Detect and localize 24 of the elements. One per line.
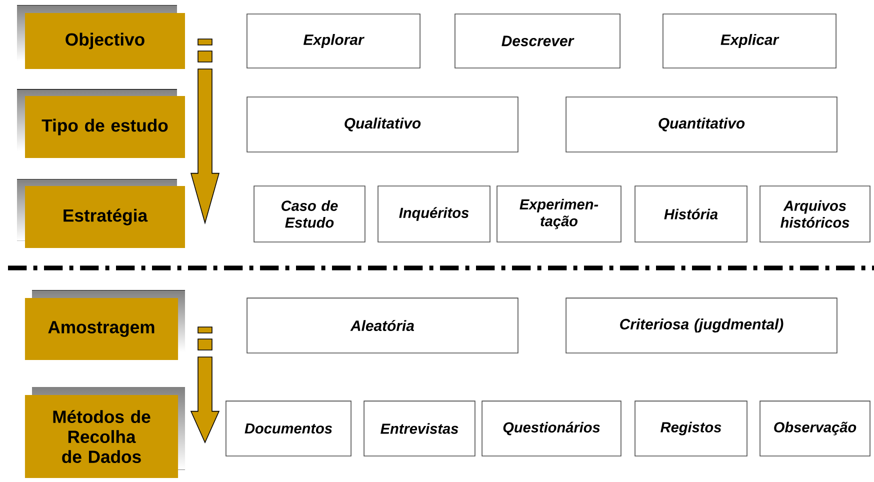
option-box: Experimen- tação — [496, 186, 622, 242]
label-box: Amostragem — [24, 290, 185, 360]
block-arrow — [190, 326, 220, 444]
option-box: Documentos — [226, 400, 352, 456]
block-arrow — [190, 38, 220, 224]
option-box: Descrever — [454, 14, 620, 68]
option-box: Caso de Estudo — [254, 186, 366, 242]
option-box: Quantitativo — [566, 96, 838, 152]
label-box: Métodos de Recolha de Dados — [24, 387, 185, 478]
option-box: Inquéritos — [378, 186, 490, 242]
option-box: Explicar — [662, 14, 836, 68]
label-box: Estratégia — [17, 179, 185, 248]
option-box: Criteriosa (jugdmental) — [566, 298, 838, 354]
option-box: Arquivos históricos — [760, 186, 870, 242]
option-box: Entrevistas — [364, 400, 476, 456]
label-box: Objectivo — [17, 5, 185, 69]
option-box: Aleatória — [246, 298, 518, 354]
option-box: Explorar — [246, 14, 420, 68]
option-box: História — [634, 186, 748, 242]
option-box: Questionários — [482, 400, 622, 456]
option-box: Observação — [760, 400, 870, 456]
label-box: Tipo de estudo — [17, 89, 185, 158]
option-box: Registos — [634, 400, 748, 456]
option-box: Qualitativo — [246, 96, 518, 152]
